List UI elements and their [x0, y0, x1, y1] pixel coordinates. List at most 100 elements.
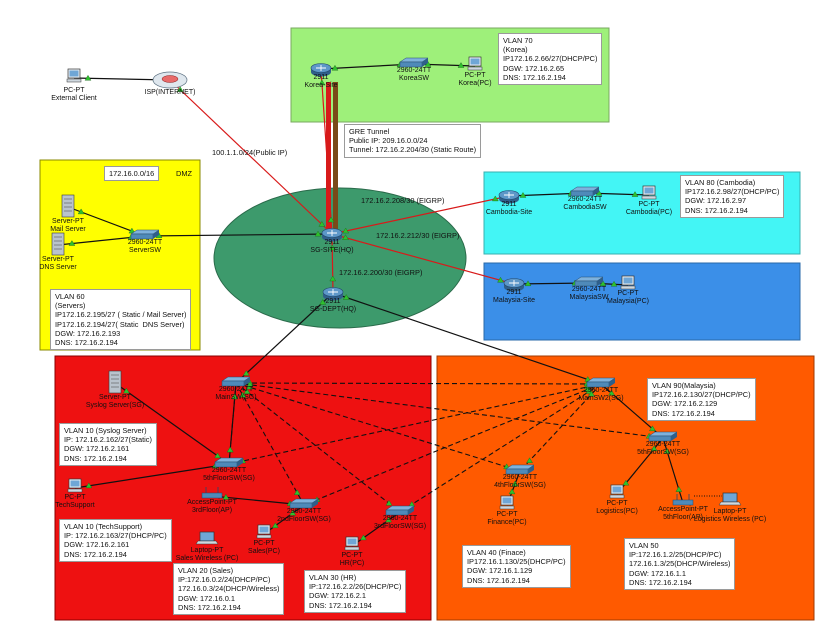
link-status-marker: [328, 244, 336, 251]
link-korea_router-sg_site: [320, 68, 333, 235]
korea-switch-device[interactable]: [399, 57, 429, 68]
vlan70-note: VLAN 70 (Korea) IP172.16.2.66/27(DHCP/PC…: [498, 33, 603, 86]
link-main_sw-fourth_floor_sw: [235, 382, 521, 472]
pc-icon-screen: [69, 70, 79, 77]
isp-label: ISP(INTERNET): [145, 89, 196, 96]
main-sw2-device[interactable]: [586, 377, 616, 388]
device-label-line: 2960-24TT: [503, 474, 538, 481]
ap-5th-floor-device[interactable]: [672, 494, 694, 506]
pc-icon-keyboard: [609, 494, 625, 499]
syslog-server-device[interactable]: [108, 370, 122, 394]
main-sw-device[interactable]: [221, 376, 251, 387]
malaysia-router-device[interactable]: [503, 278, 525, 292]
cambodia-router-device[interactable]: [498, 190, 520, 204]
device-label-line: ISP(INTERNET): [145, 89, 196, 96]
link-status-marker: [610, 280, 618, 287]
link-status-marker: [246, 381, 254, 387]
korea-pc-device[interactable]: [467, 56, 483, 71]
link-status-marker: [649, 425, 656, 432]
link-status-marker: [329, 275, 337, 282]
sales-wireless-device[interactable]: [195, 531, 219, 545]
device-label-line: AccessPoint-PT: [187, 499, 238, 506]
korea-router-device[interactable]: [310, 63, 332, 77]
finance-pc-device[interactable]: [499, 495, 515, 510]
device-label-line: 2960-24TT: [572, 286, 607, 293]
link-status-marker: [385, 499, 393, 506]
link-status-marker: [508, 488, 516, 495]
dns-server-device[interactable]: [51, 232, 65, 256]
sales-pc-device[interactable]: [256, 524, 272, 539]
link-status-marker: [650, 445, 658, 452]
server-switch-device[interactable]: [130, 229, 160, 240]
link-status-marker: [385, 516, 392, 523]
device-label-line: 2911: [506, 289, 521, 296]
malaysia-switch-device[interactable]: [574, 276, 604, 287]
link-status-marker: [511, 480, 519, 487]
link-status-marker: [524, 280, 532, 287]
link-second_floor_sw-sales_pc: [263, 504, 305, 535]
fifth-floor-sw-right-device[interactable]: [648, 431, 678, 442]
link-status-marker: [77, 208, 85, 215]
cambodia-pc-device[interactable]: [641, 185, 657, 200]
link-status-marker: [331, 64, 339, 71]
switch-icon-side: [597, 277, 603, 286]
link-main_sw2-second_floor_sw: [303, 383, 602, 506]
link-label-public-ip: 100.1.1.0/24(Public IP): [212, 148, 287, 157]
vlan10-tech-note: VLAN 10 (TechSupport) IP: 172.16.2.163/2…: [59, 519, 172, 562]
pc-icon-screen: [259, 526, 269, 533]
external-client-device[interactable]: [66, 68, 82, 83]
router-icon-arrows: [504, 192, 514, 198]
link-status-marker: [599, 280, 607, 286]
mail-server-device[interactable]: [61, 194, 75, 218]
second-floor-sw-device[interactable]: [289, 498, 319, 509]
router-icon-arrows: [316, 65, 326, 71]
device-label-line: Sales Wireless (PC): [176, 555, 239, 562]
vlan10-syslog-note: VLAN 10 (Syslog Server) IP: 172.16.2.162…: [59, 423, 157, 466]
link-status-marker: [622, 479, 630, 486]
link-fifth_floor_sw_right-ap_5th_floor: [662, 437, 684, 504]
link-syslog_server-fifth_floor_sw_left: [114, 382, 230, 465]
fifth-floor-sw-left-device[interactable]: [214, 457, 244, 468]
link-status-marker: [68, 240, 76, 246]
device-label-line: Syslog Server(SG): [86, 402, 144, 409]
hr-pc-device[interactable]: [344, 536, 360, 551]
sg-dept-device[interactable]: [322, 287, 344, 301]
devices: [51, 56, 742, 551]
isp-device[interactable]: [152, 71, 188, 89]
sg-site-device[interactable]: [321, 228, 343, 242]
ap-3rd-floor-device[interactable]: [201, 487, 223, 499]
malaysia-pc-device[interactable]: [620, 275, 636, 290]
link-sg_dept-main_sw: [235, 292, 334, 384]
device-label-line: Finance(PC): [487, 519, 526, 526]
link-status-marker: [293, 489, 301, 495]
device-label-line: PC-PT: [639, 201, 661, 208]
link-status-marker: [84, 74, 92, 81]
fourth-floor-sw-device[interactable]: [505, 464, 535, 475]
tech-support-pc-device[interactable]: [67, 478, 83, 493]
device-label-line: 3rdFloorSW(SG): [374, 523, 426, 530]
cambodia-switch-device[interactable]: [570, 186, 600, 197]
link-status-marker: [214, 452, 221, 459]
link-status-marker: [314, 230, 322, 237]
link-status-marker: [319, 299, 327, 305]
device-label-line: Malaysia-Site: [493, 297, 535, 304]
third-floor-sw-device[interactable]: [385, 505, 415, 516]
logistics-pc-device[interactable]: [609, 484, 625, 499]
logistics-wireless-device[interactable]: [718, 492, 742, 506]
device-label-line: 5thFloor(AP): [663, 514, 703, 521]
link-sg_site-sg_dept: [331, 233, 334, 294]
pc-icon-screen: [502, 497, 512, 504]
